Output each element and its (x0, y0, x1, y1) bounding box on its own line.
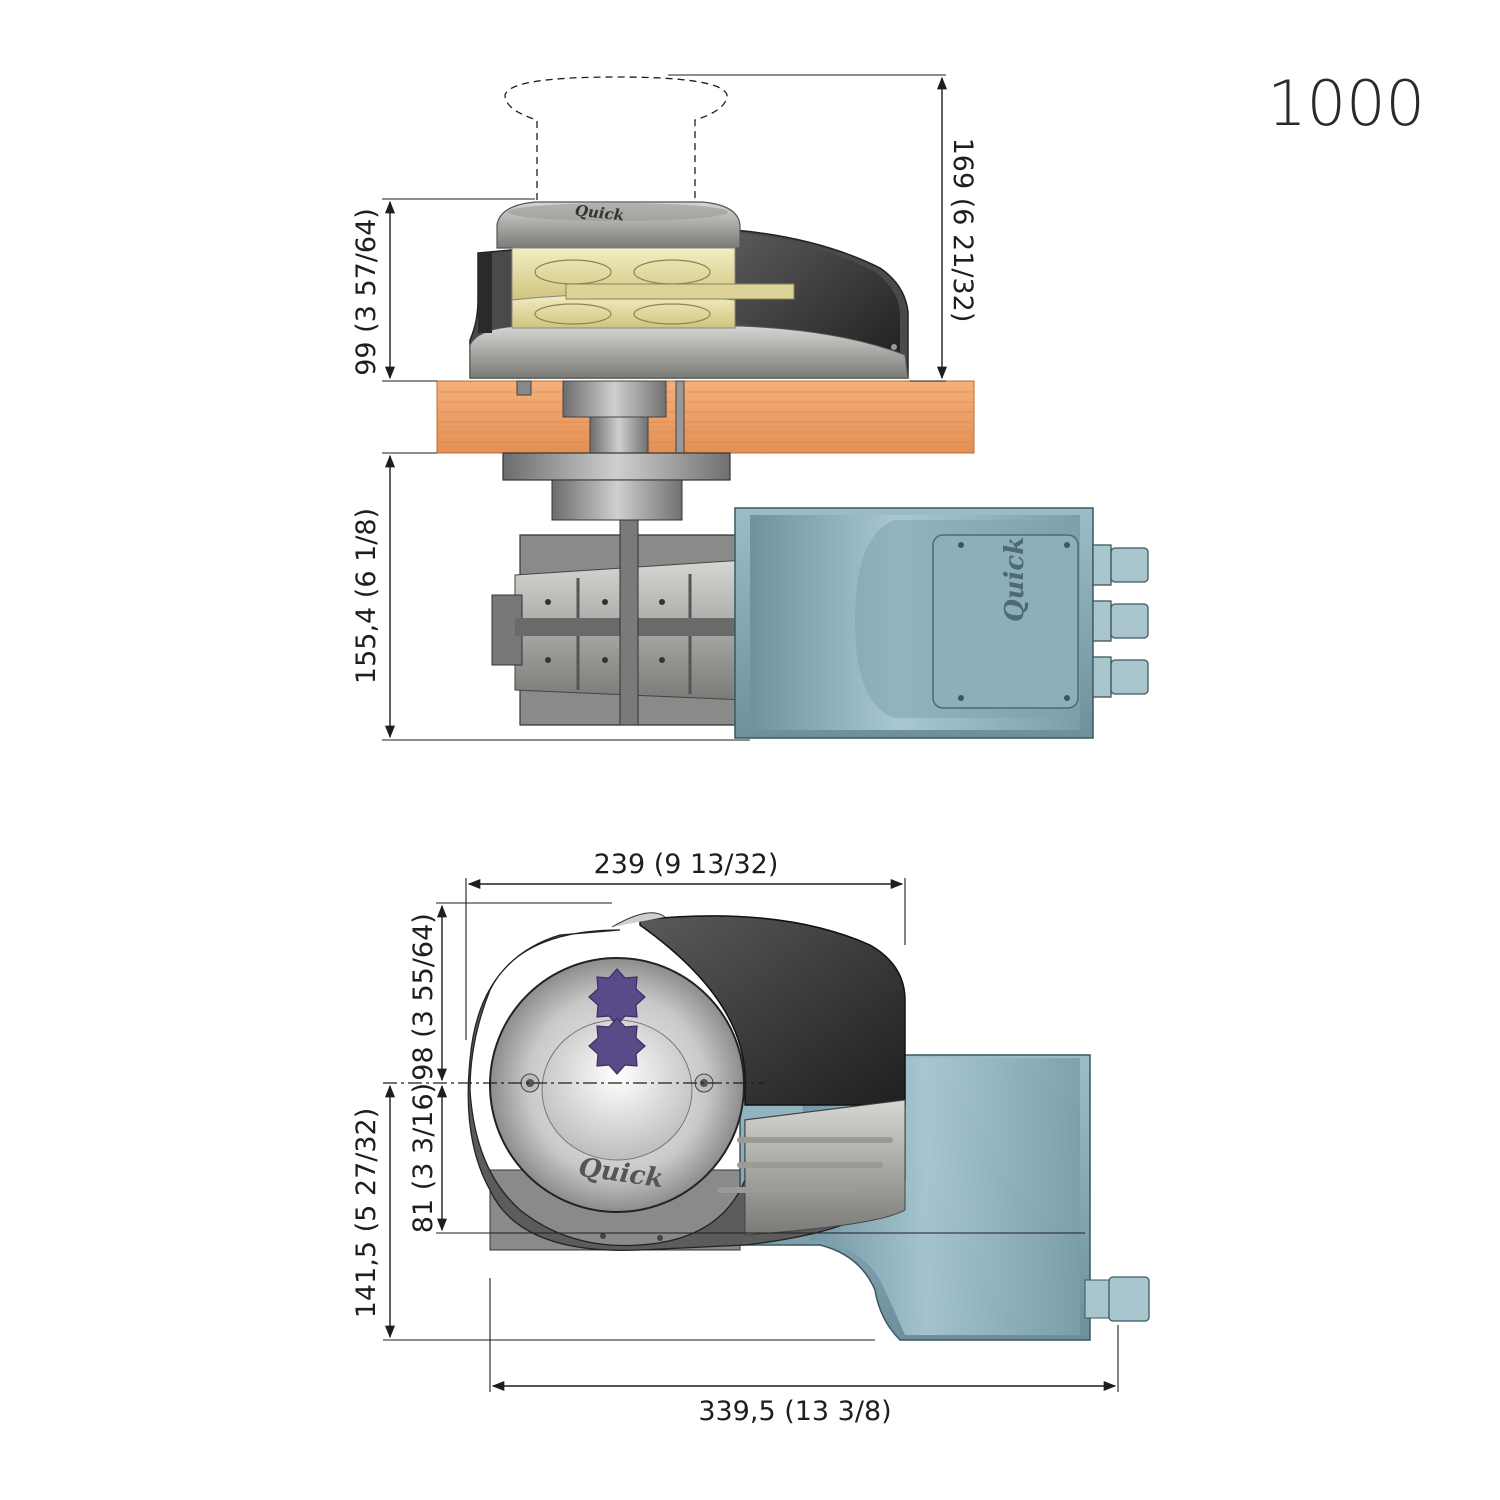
windlass-elevation-view: Quick (351, 74, 1149, 741)
dim-side-below-axis: 81 (3 3/16) (408, 1083, 1085, 1234)
star-knob-lower (588, 1017, 646, 1075)
dim-label-side-above-axis: 98 (3 55/64) (408, 913, 439, 1081)
electric-motor: Quick (734, 507, 1094, 739)
shaft-column (516, 380, 685, 454)
dim-label-side-total-height: 141,5 (5 27/32) (351, 1108, 382, 1319)
capstan-outline-dashed (504, 76, 728, 200)
windlass-side-view: Quick 239 (9 13/32) 98 (3 55/64) 81 (3 3… (351, 849, 1150, 1427)
side-housing (467, 912, 906, 1252)
dim-side-width: 239 (9 13/32) (465, 849, 906, 1040)
model-label: 1000 (1267, 67, 1425, 140)
upper-housing: Quick (469, 201, 909, 379)
cable-glands (1092, 544, 1149, 698)
motor-brand-logo: Quick (1000, 537, 1030, 622)
dim-side-above-axis: 98 (3 55/64) (408, 902, 612, 1082)
dim-side-total-height: 141,5 (5 27/32) (351, 1084, 875, 1341)
star-knob-upper (588, 968, 646, 1026)
dim-label-below-deck: 155,4 (6 1/8) (351, 508, 382, 684)
svg-text:Quick: Quick (574, 201, 625, 224)
gearbox (491, 519, 746, 726)
dim-label-side-below-axis: 81 (3 3/16) (408, 1083, 439, 1233)
dim-label-side-width: 239 (9 13/32) (594, 849, 779, 880)
mount-flange (502, 452, 731, 481)
dim-total-height: 169 (6 21/32) (668, 74, 978, 382)
dim-side-total-length: 339,5 (13 3/8) (489, 1278, 1119, 1427)
dim-label-side-total-length: 339,5 (13 3/8) (698, 1396, 891, 1427)
dim-above-deck: 99 (3 57/64) (351, 198, 535, 382)
dim-label-above-deck: 99 (3 57/64) (351, 208, 382, 376)
dim-below-deck: 155,4 (6 1/8) (351, 452, 750, 741)
dim-label-total-height: 169 (6 21/32) (947, 138, 978, 323)
